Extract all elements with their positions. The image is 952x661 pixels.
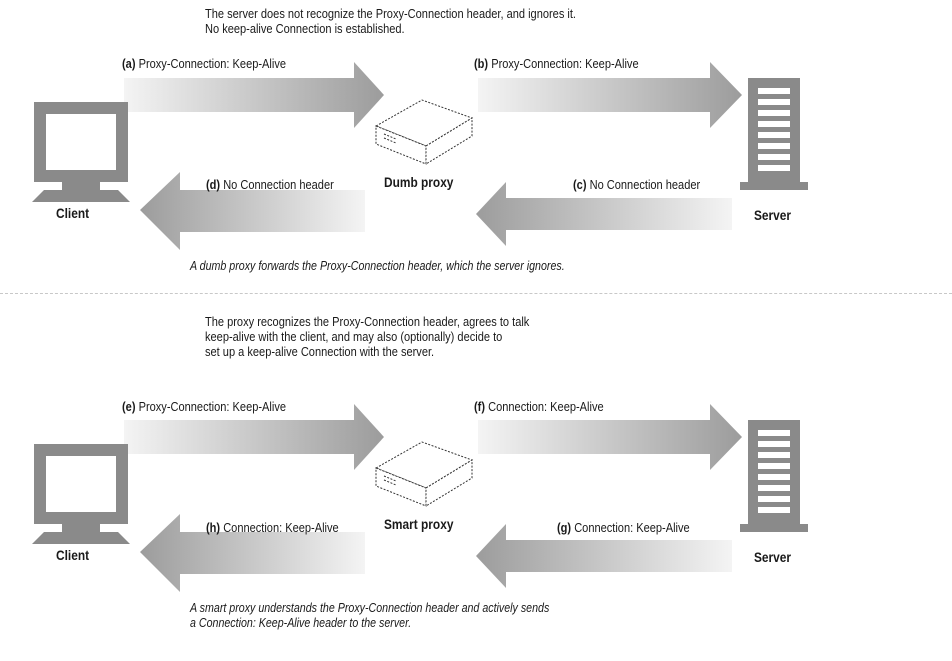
client-label: Client <box>56 547 90 563</box>
label-h-text: Connection: Keep-Alive <box>223 520 339 535</box>
label-h-tag: (h) <box>206 520 221 535</box>
bottom-note-line-1: The proxy recognizes the Proxy-Connectio… <box>205 314 530 329</box>
proxy-box-icon <box>375 99 473 165</box>
top-note-line-2: No keep-alive Connection is established. <box>205 21 405 36</box>
label-d-text: No Connection header <box>223 177 334 192</box>
label-d: (d) No Connection header <box>206 177 334 192</box>
arrow-h <box>140 514 365 592</box>
arrow-d <box>140 172 365 250</box>
label-c-tag: (c) <box>573 177 587 192</box>
bottom-note: The proxy recognizes the Proxy-Connectio… <box>205 314 529 359</box>
label-c: (c) No Connection header <box>573 177 700 192</box>
bottom-caption-line-1: A smart proxy understands the Proxy-Conn… <box>190 600 550 615</box>
label-a-tag: (a) <box>122 56 136 71</box>
arrow-a <box>124 62 384 128</box>
bottom-caption-line-2: a Connection: Keep-Alive header to the s… <box>190 615 412 630</box>
proxy-label: Dumb proxy <box>384 174 454 190</box>
arrow-c <box>476 182 732 246</box>
label-f-text: Connection: Keep-Alive <box>488 399 604 414</box>
label-e-tag: (e) <box>122 399 136 414</box>
arrow-f <box>478 404 742 470</box>
label-c-text: No Connection header <box>589 177 701 192</box>
label-f-tag: (f) <box>474 399 486 414</box>
label-g-tag: (g) <box>557 520 572 535</box>
label-g: (g) Connection: Keep-Alive <box>557 520 690 535</box>
arrow-e <box>124 404 384 470</box>
label-g-text: Connection: Keep-Alive <box>574 520 690 535</box>
label-b: (b) Proxy-Connection: Keep-Alive <box>474 56 639 71</box>
bottom-note-line-2: keep-alive with the client, and may also… <box>205 329 503 344</box>
server-icon <box>740 78 808 190</box>
top-note: The server does not recognize the Proxy-… <box>205 6 576 36</box>
client-computer-icon <box>32 102 130 202</box>
label-a: (a) Proxy-Connection: Keep-Alive <box>122 56 286 71</box>
server-label: Server <box>754 549 792 565</box>
panel-divider <box>0 293 952 294</box>
label-h: (h) Connection: Keep-Alive <box>206 520 339 535</box>
label-a-text: Proxy-Connection: Keep-Alive <box>138 56 286 71</box>
label-f: (f) Connection: Keep-Alive <box>474 399 604 414</box>
top-caption: A dumb proxy forwards the Proxy-Connecti… <box>190 258 565 273</box>
server-icon <box>740 420 808 532</box>
label-b-text: Proxy-Connection: Keep-Alive <box>491 56 639 71</box>
label-e: (e) Proxy-Connection: Keep-Alive <box>122 399 286 414</box>
proxy-box-icon <box>375 441 473 507</box>
bottom-note-line-3: set up a keep-alive Connection with the … <box>205 344 435 359</box>
arrow-g <box>476 524 732 588</box>
label-d-tag: (d) <box>206 177 221 192</box>
label-e-text: Proxy-Connection: Keep-Alive <box>138 399 286 414</box>
proxy-label: Smart proxy <box>384 516 454 532</box>
label-b-tag: (b) <box>474 56 489 71</box>
client-computer-icon <box>32 444 130 544</box>
bottom-caption: A smart proxy understands the Proxy-Conn… <box>190 600 549 630</box>
arrow-b <box>478 62 742 128</box>
server-label: Server <box>754 207 792 223</box>
top-note-line-1: The server does not recognize the Proxy-… <box>205 6 577 21</box>
client-label: Client <box>56 205 90 221</box>
